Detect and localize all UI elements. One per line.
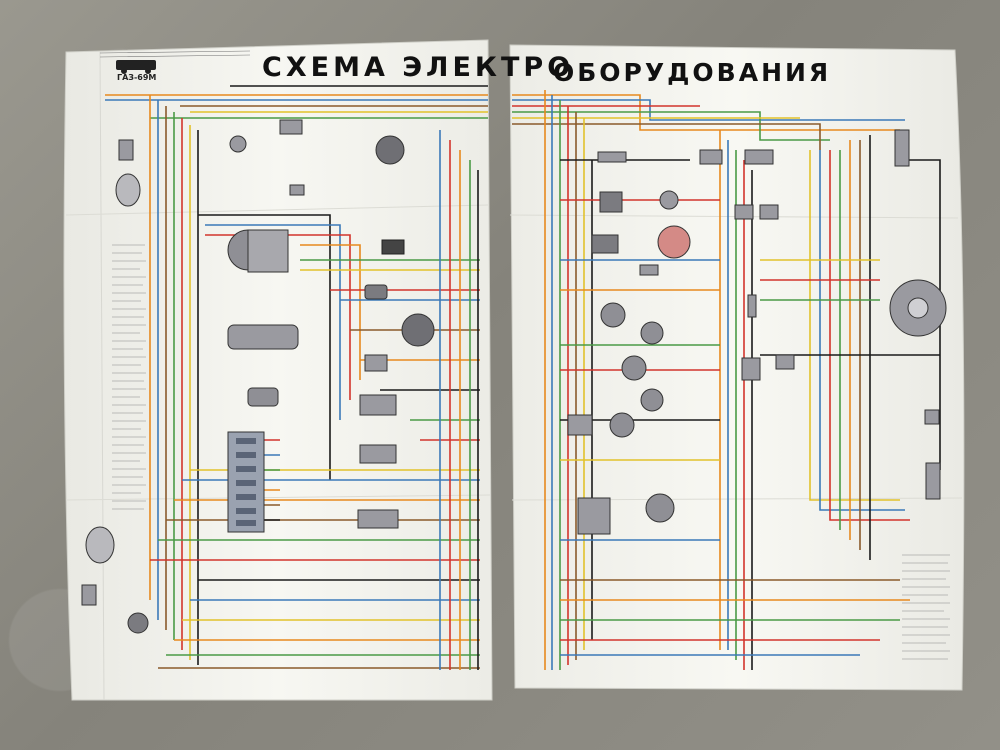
right-wiring (512, 90, 941, 670)
left-poster-sheet (63, 39, 493, 701)
vehicle-model-label: ГАЗ-69М (117, 73, 157, 82)
vehicle-logo (116, 60, 156, 74)
left-components (81, 119, 435, 634)
left-legend-lines (112, 244, 146, 510)
right-components (567, 129, 950, 660)
poster-title-left: СХЕМА ЭЛЕКТРО (262, 52, 575, 83)
poster-title-right: ОБОРУДОВАНИЯ (553, 58, 832, 87)
